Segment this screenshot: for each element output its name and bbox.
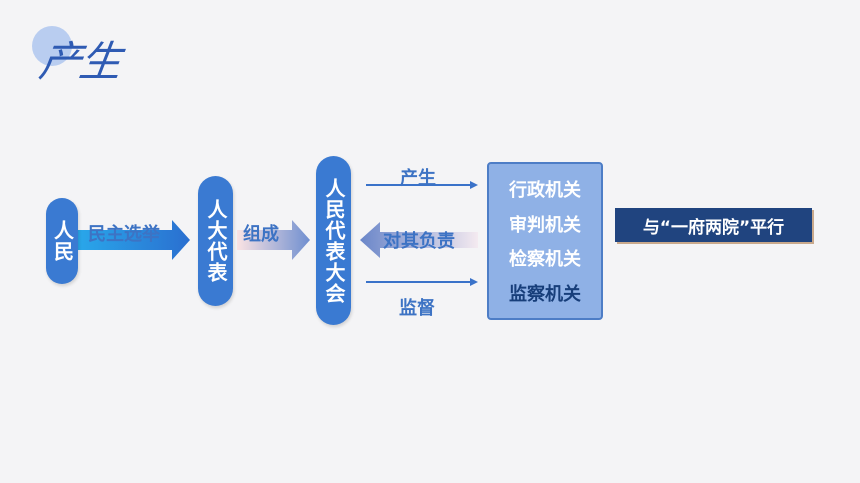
produce-arrow-head bbox=[470, 181, 478, 189]
label-compose: 组成 bbox=[243, 224, 279, 245]
state-organs-box: 行政机关 审判机关 检察机关 监察机关 bbox=[487, 162, 603, 320]
label-produce: 产生 bbox=[400, 168, 436, 189]
node-people: 人民 bbox=[46, 198, 78, 284]
organ-supervisory: 监察机关 bbox=[509, 283, 581, 305]
node-npc-label: 人民代表大会 bbox=[322, 177, 346, 304]
node-people-label: 人民 bbox=[50, 220, 75, 262]
election-arrow bbox=[78, 220, 190, 260]
node-npc: 人民代表大会 bbox=[316, 156, 351, 325]
label-responsible: 对其负责 bbox=[383, 231, 455, 252]
responsible-arrow bbox=[360, 222, 478, 258]
label-supervise: 监督 bbox=[399, 298, 435, 319]
node-npc-deputies: 人大代表 bbox=[198, 176, 233, 306]
label-democratic-election: 民主选举 bbox=[88, 224, 160, 245]
supervise-arrow-head bbox=[470, 278, 478, 286]
decorative-circle bbox=[32, 26, 72, 66]
organ-judicial: 审判机关 bbox=[509, 214, 581, 236]
parallel-note: 与“一府两院”平行 bbox=[615, 208, 812, 242]
organ-procuratorial: 检察机关 bbox=[509, 249, 581, 271]
organ-administrative: 行政机关 bbox=[509, 180, 581, 202]
node-npc-deputies-label: 人大代表 bbox=[204, 199, 228, 283]
compose-arrow bbox=[237, 220, 310, 260]
